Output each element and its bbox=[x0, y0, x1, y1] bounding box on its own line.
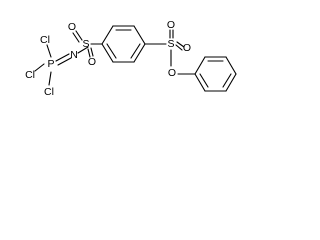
atom-o-right-top: O bbox=[167, 19, 175, 31]
atom-cl-top: Cl bbox=[40, 34, 50, 46]
atom-o-left-top: O bbox=[68, 21, 76, 33]
ring2-bond-1 bbox=[194, 56, 206, 75]
ring1-inner-2 bbox=[130, 43, 141, 59]
chemical-structure: Cl Cl Cl P N O S O O S O O bbox=[25, 19, 237, 98]
atom-o-left-bottom: O bbox=[88, 56, 96, 68]
ring2-inner-3 bbox=[199, 73, 209, 88]
bond-p-cl-bottom bbox=[48, 71, 52, 86]
ring2-bond-3 bbox=[225, 56, 237, 75]
ring1-inner-3 bbox=[106, 43, 117, 59]
ring1-bond-1 bbox=[101, 25, 114, 45]
bond-s2-o-side-2 bbox=[175, 44, 183, 51]
atom-o-ester: O bbox=[168, 67, 176, 79]
atom-cl-bottom: Cl bbox=[44, 86, 54, 98]
ring2-bond-4 bbox=[225, 73, 237, 92]
bond-s-o-top-1 bbox=[72, 32, 80, 43]
atom-s-right: S bbox=[167, 38, 174, 50]
atom-s-left: S bbox=[82, 38, 89, 50]
bond-p-n-1 bbox=[55, 53, 70, 62]
atom-cl-left: Cl bbox=[25, 69, 35, 81]
ring2-inner-2 bbox=[222, 73, 232, 88]
bond-p-cl-left bbox=[34, 63, 45, 72]
ring1-bond-6 bbox=[101, 43, 114, 63]
bond-s-o-bottom-1 bbox=[87, 48, 91, 58]
bond-s-o-bottom-2 bbox=[90, 47, 94, 57]
bond-s2-o-side-1 bbox=[176, 41, 185, 48]
bond-p-cl-top bbox=[46, 44, 52, 58]
atom-labels: Cl Cl Cl P N O S O O S O O bbox=[25, 19, 191, 98]
bonds bbox=[34, 25, 237, 92]
ring2-bond-6 bbox=[194, 73, 206, 92]
bond-n-s bbox=[77, 46, 89, 54]
bond-p-n-2 bbox=[57, 57, 72, 66]
atom-n: N bbox=[70, 49, 78, 61]
atom-p: P bbox=[47, 58, 54, 70]
ring1-bond-4 bbox=[133, 43, 146, 63]
bond-s-o-top-2 bbox=[75, 30, 83, 41]
atom-o-right-side: O bbox=[183, 42, 191, 54]
ring1-bond-3 bbox=[133, 25, 146, 45]
